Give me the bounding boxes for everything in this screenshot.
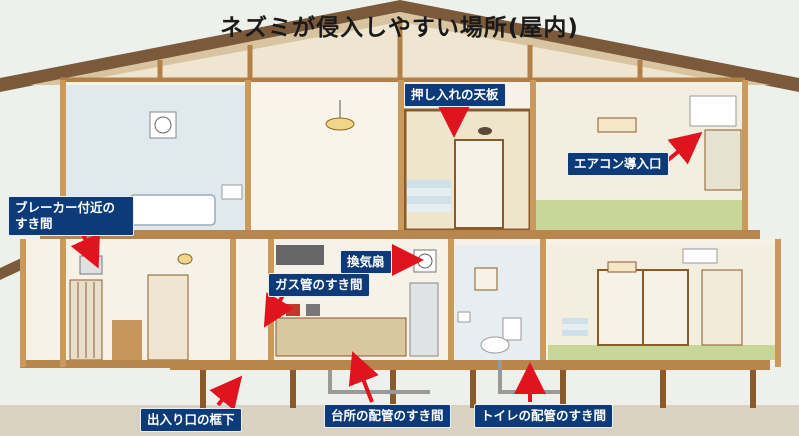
bathroom-sink bbox=[221, 184, 243, 200]
label-toilet-pipe-gap: トイレの配管のすき間 bbox=[474, 404, 614, 428]
ceiling-lamp-icon bbox=[325, 117, 355, 131]
label-ventilation-fan: 換気扇 bbox=[340, 250, 392, 274]
lower-air-conditioner-icon bbox=[682, 248, 718, 264]
refrigerator bbox=[409, 282, 439, 357]
toilet-window bbox=[474, 267, 498, 291]
lower-floor-beam bbox=[170, 360, 770, 370]
kitchen-room bbox=[268, 245, 439, 360]
bathroom-fan bbox=[149, 111, 177, 139]
upper-middle-room bbox=[250, 85, 400, 230]
breaker-box bbox=[79, 255, 103, 275]
arrow-kitchen-pipe bbox=[348, 351, 379, 403]
label-gas-pipe-gap: ガス管のすき間 bbox=[268, 273, 370, 297]
closet-room bbox=[403, 108, 532, 232]
shoe-cabinet bbox=[112, 320, 142, 360]
closet-sliding-door bbox=[454, 139, 504, 229]
rat-icon bbox=[478, 127, 492, 135]
kitchen-drain-pipe bbox=[328, 370, 430, 394]
label-entrance-sill: 出入り口の框下 bbox=[140, 408, 242, 432]
entrance-door bbox=[147, 274, 189, 361]
bathtub bbox=[129, 194, 216, 226]
toilet-bowl-icon bbox=[480, 336, 510, 354]
range-hood bbox=[276, 245, 324, 265]
arrow-entrance bbox=[209, 375, 243, 411]
label-oshiire-ceiling: 押し入れの天板 bbox=[404, 83, 506, 107]
ventilation-fan-icon bbox=[413, 249, 437, 273]
kitchen-counter bbox=[275, 317, 407, 357]
label-breaker-line1: ブレーカー付近の bbox=[15, 200, 116, 215]
entrance-room bbox=[20, 253, 250, 368]
page-title: ネズミが侵入しやすい場所(屋内) bbox=[220, 15, 579, 41]
hanging-lamp-icon bbox=[597, 117, 637, 133]
label-kitchen-pipe-gap: 台所の配管のすき間 bbox=[324, 404, 451, 428]
lattice-window bbox=[701, 269, 743, 346]
label-aircon-inlet: エアコン導入口 bbox=[567, 152, 669, 176]
label-breaker-line2: すき間 bbox=[15, 216, 53, 231]
lower-right-room bbox=[548, 245, 778, 360]
toilet-tank bbox=[502, 317, 522, 341]
underfloor-posts bbox=[200, 370, 756, 408]
label-breaker-gap: ブレーカー付近の すき間 bbox=[8, 196, 134, 236]
arrow-aircon bbox=[666, 131, 703, 165]
upper-posts bbox=[60, 80, 748, 235]
toilet-room bbox=[455, 245, 540, 360]
window-frame bbox=[704, 129, 742, 191]
floor-beam bbox=[40, 230, 760, 239]
air-conditioner-icon bbox=[689, 95, 737, 127]
indicator-arrows bbox=[70, 102, 703, 411]
